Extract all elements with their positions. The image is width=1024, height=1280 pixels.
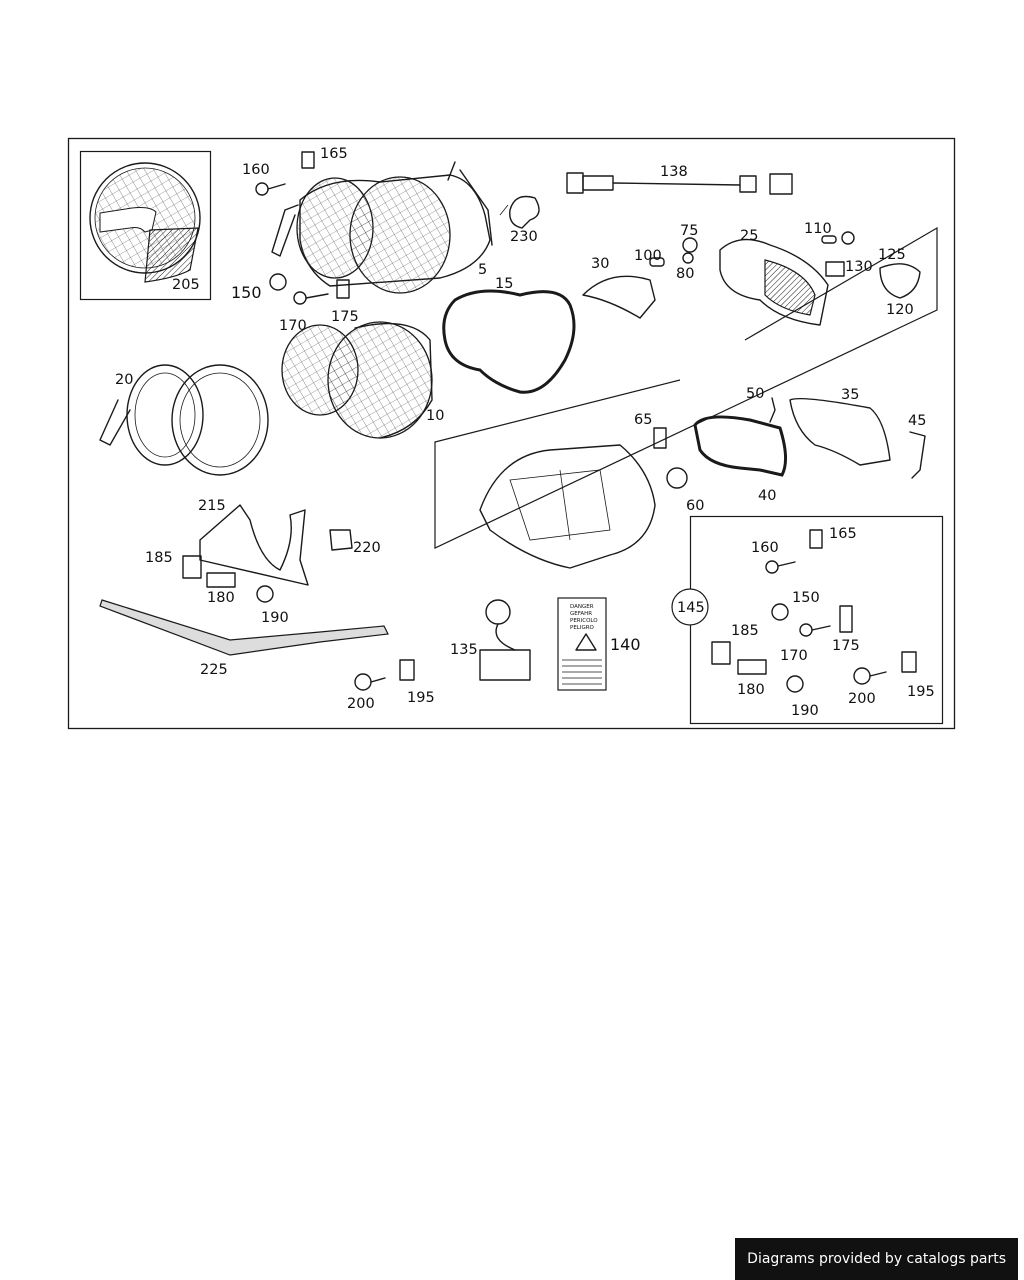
callout-185: 185 [145, 550, 173, 566]
kit-callout-200: 200 [848, 691, 876, 707]
kit-callout-195: 195 [907, 684, 935, 700]
indicator-housing-25 [719, 238, 829, 326]
callout-220: 220 [353, 540, 381, 556]
callout-125: 125 [878, 247, 906, 263]
bulb-assembly-110-130 [821, 231, 921, 299]
label-line-2: GEFAHR [570, 611, 592, 617]
callout-190: 190 [261, 610, 289, 626]
kit-box-145 [671, 515, 944, 725]
callout-215: 215 [198, 498, 226, 514]
tool-230 [509, 195, 540, 229]
label-line-4: PELIGRO [570, 625, 595, 631]
callout-80: 80 [676, 266, 694, 282]
kit-callout-160: 160 [751, 540, 779, 556]
clip-45 [909, 431, 926, 479]
socket-65-cap-60 [653, 427, 688, 489]
kit-callout-175: 175 [832, 638, 860, 654]
callout-110: 110 [804, 221, 832, 237]
divider-line [434, 226, 938, 549]
callout-200: 200 [347, 696, 375, 712]
callout-5: 5 [478, 262, 487, 278]
callout-35: 35 [841, 387, 859, 403]
callout-165: 165 [320, 146, 348, 162]
callout-150: 150 [231, 283, 262, 302]
callout-50: 50 [746, 386, 764, 402]
kit-callout-185: 185 [731, 623, 759, 639]
label-line-1: DANGER [570, 604, 594, 610]
wire-50 [769, 397, 776, 423]
bracket-215 [199, 504, 353, 586]
callout-60: 60 [686, 498, 704, 514]
callout-130: 130 [845, 259, 873, 275]
kit-callout-165: 165 [829, 526, 857, 542]
kit-callout-170: 170 [780, 648, 808, 664]
callout-20: 20 [115, 372, 133, 388]
warning-label-140: DANGER GEFAHR PERICOLO PELIGRO [557, 597, 607, 691]
callout-170: 170 [279, 318, 307, 334]
callout-135: 135 [450, 642, 478, 658]
reflector-30 [582, 275, 656, 319]
callout-65: 65 [634, 412, 652, 428]
callout-205: 205 [172, 277, 200, 293]
callout-10: 10 [426, 408, 444, 424]
kit-callout-190: 190 [791, 703, 819, 719]
cable-138 [566, 172, 793, 195]
headlamp-unit-5 [271, 161, 509, 294]
strip-225 [99, 599, 389, 656]
headlamp-housing-10 [281, 321, 433, 439]
callout-180: 180 [207, 590, 235, 606]
callout-160: 160 [242, 162, 270, 178]
callout-195: 195 [407, 690, 435, 706]
kit-callout-150: 150 [792, 590, 820, 606]
gasket-15 [442, 289, 576, 394]
footer-credit: Diagrams provided by catalogs parts [735, 1238, 1018, 1280]
label-line-3: PERICOLO [570, 618, 598, 624]
lamp-cage [479, 444, 656, 569]
callout-45: 45 [908, 413, 926, 429]
callout-140: 140 [610, 635, 641, 654]
callout-225: 225 [200, 662, 228, 678]
trim-frame-20 [99, 364, 269, 476]
kit-callout-180: 180 [737, 682, 765, 698]
fasteners-left [182, 151, 415, 691]
callout-75: 75 [680, 223, 698, 239]
lens-35 [789, 397, 891, 466]
callout-30: 30 [591, 256, 609, 272]
callout-138: 138 [660, 164, 688, 180]
gasket-40 [693, 415, 787, 477]
callout-120: 120 [886, 302, 914, 318]
callout-145: 145 [677, 600, 705, 616]
bulbs-75-80-100 [649, 237, 698, 267]
callout-100: 100 [634, 248, 662, 264]
inset-lens-205 [79, 150, 212, 301]
connector-135 [479, 599, 531, 681]
diagram-frame [67, 137, 956, 730]
callout-230: 230 [510, 229, 538, 245]
callout-25: 25 [740, 228, 758, 244]
callout-15: 15 [495, 276, 513, 292]
callout-40: 40 [758, 488, 776, 504]
callout-175: 175 [331, 309, 359, 325]
